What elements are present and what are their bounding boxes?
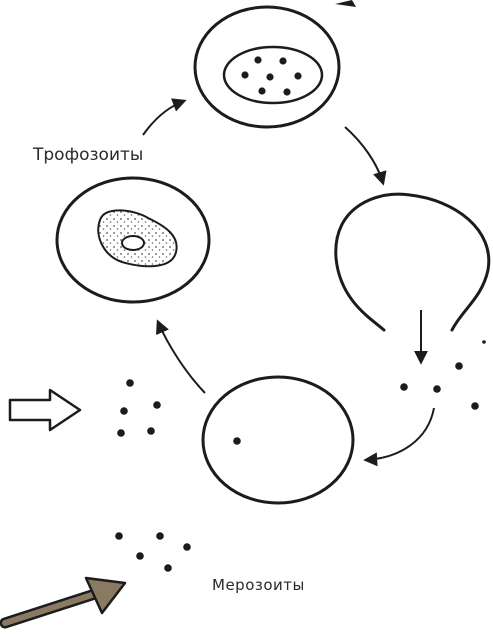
merozoite-cluster-bottom — [115, 532, 191, 572]
trophozoite-nucleus — [122, 236, 144, 250]
merozoite-cluster-left — [117, 379, 161, 437]
trophozoite-cell — [57, 178, 209, 302]
arrow-trophozoite-to-cyst — [143, 101, 184, 135]
cyst-nuclei — [241, 56, 301, 95]
arrow-merozoites-to-cell — [366, 408, 434, 460]
bursting-cell — [336, 194, 489, 330]
host-cell — [203, 377, 353, 503]
label-trophozoites: Трофозоиты — [33, 145, 143, 165]
released-merozoites — [400, 340, 486, 410]
cyst-inner — [224, 47, 322, 103]
cyst-cell — [195, 7, 339, 127]
entry-arrow-hollow — [10, 390, 80, 430]
arrow-cyst-to-burst — [345, 127, 383, 183]
top-arrow-fragment — [335, 0, 356, 7]
label-merozoites: Мерозоиты — [212, 576, 305, 594]
arrow-cell-to-trophozoite — [158, 322, 205, 393]
